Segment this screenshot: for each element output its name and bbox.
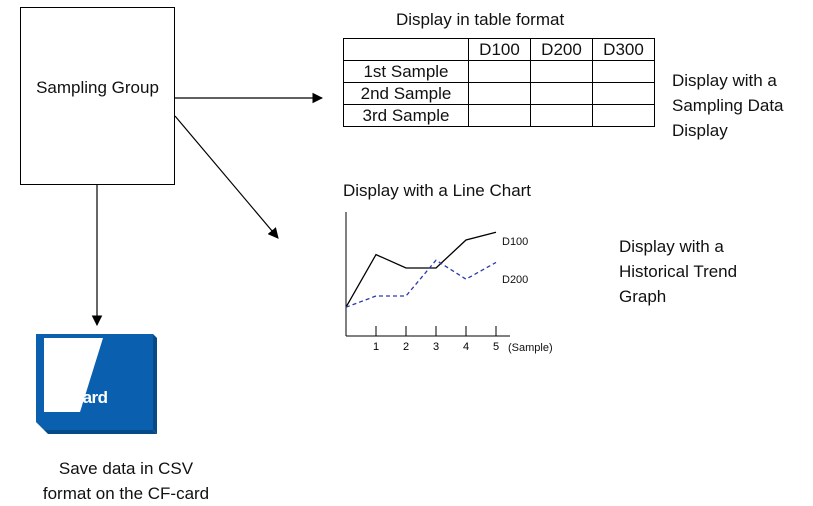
table-cell bbox=[468, 60, 531, 83]
series-label-d100: D100 bbox=[502, 236, 529, 248]
table-cell bbox=[530, 104, 593, 127]
column-header: D300 bbox=[592, 38, 655, 61]
column-header: D200 bbox=[530, 38, 593, 61]
cf-card-icon bbox=[36, 334, 157, 434]
table-row: 1st Sample bbox=[343, 60, 655, 83]
table-note: Display with a Sampling Data Display bbox=[672, 68, 784, 143]
row-label: 1st Sample bbox=[343, 60, 469, 83]
table-cell bbox=[468, 82, 531, 105]
trend-note-line: Graph bbox=[619, 287, 667, 306]
trend-note-line: Display with a bbox=[619, 237, 724, 256]
sampling-table: D100 D200 D300 1st Sample 2nd Sample 3rd… bbox=[343, 38, 655, 127]
trend-note-line: Historical Trend bbox=[619, 262, 738, 281]
x-tick-label: 5 bbox=[493, 341, 499, 353]
table-row: 2nd Sample bbox=[343, 82, 655, 105]
x-tick-label: 1 bbox=[373, 341, 379, 353]
series-line-d100 bbox=[345, 231, 497, 308]
table-header-row: D100 D200 D300 bbox=[343, 38, 655, 61]
table-cell bbox=[468, 104, 531, 127]
x-tick-label: 3 bbox=[433, 341, 439, 353]
series-line-d200 bbox=[345, 259, 497, 308]
row-label: 3rd Sample bbox=[343, 104, 469, 127]
table-cell bbox=[530, 82, 593, 105]
table-cell bbox=[592, 104, 655, 127]
trend-note: Display with a Historical Trend Graph bbox=[619, 234, 737, 309]
x-tick-label: 2 bbox=[403, 341, 409, 353]
cf-caption: Save data in CSV format on the CF-card bbox=[0, 456, 252, 506]
sampling-group-box: Sampling Group bbox=[20, 7, 175, 185]
table-cell bbox=[592, 82, 655, 105]
column-header: D100 bbox=[468, 38, 531, 61]
table-cell bbox=[592, 60, 655, 83]
table-cell bbox=[530, 60, 593, 83]
table-corner-cell bbox=[343, 38, 469, 61]
series-label-d200: D200 bbox=[502, 274, 529, 286]
line-chart: 1 2 3 4 5 bbox=[345, 212, 510, 353]
cf-caption-line: Save data in CSV bbox=[58, 459, 194, 478]
x-tick-label: 4 bbox=[463, 341, 469, 353]
table-note-line: Sampling Data bbox=[672, 96, 784, 115]
x-axis-unit: (Sample) bbox=[508, 342, 553, 354]
table-note-line: Display with a bbox=[672, 71, 777, 90]
table-title: Display in table format bbox=[396, 10, 565, 29]
line-chart-title: Display with a Line Chart bbox=[343, 181, 532, 200]
cf-card-label: CF-Card bbox=[44, 388, 108, 407]
sampling-group-label: Sampling Group bbox=[36, 78, 159, 97]
table-row: 3rd Sample bbox=[343, 104, 655, 127]
arrow-to-line-chart bbox=[174, 115, 279, 239]
cf-caption-line: format on the CF-card bbox=[42, 484, 210, 503]
row-label: 2nd Sample bbox=[343, 82, 469, 105]
table-note-line: Display bbox=[672, 121, 728, 140]
